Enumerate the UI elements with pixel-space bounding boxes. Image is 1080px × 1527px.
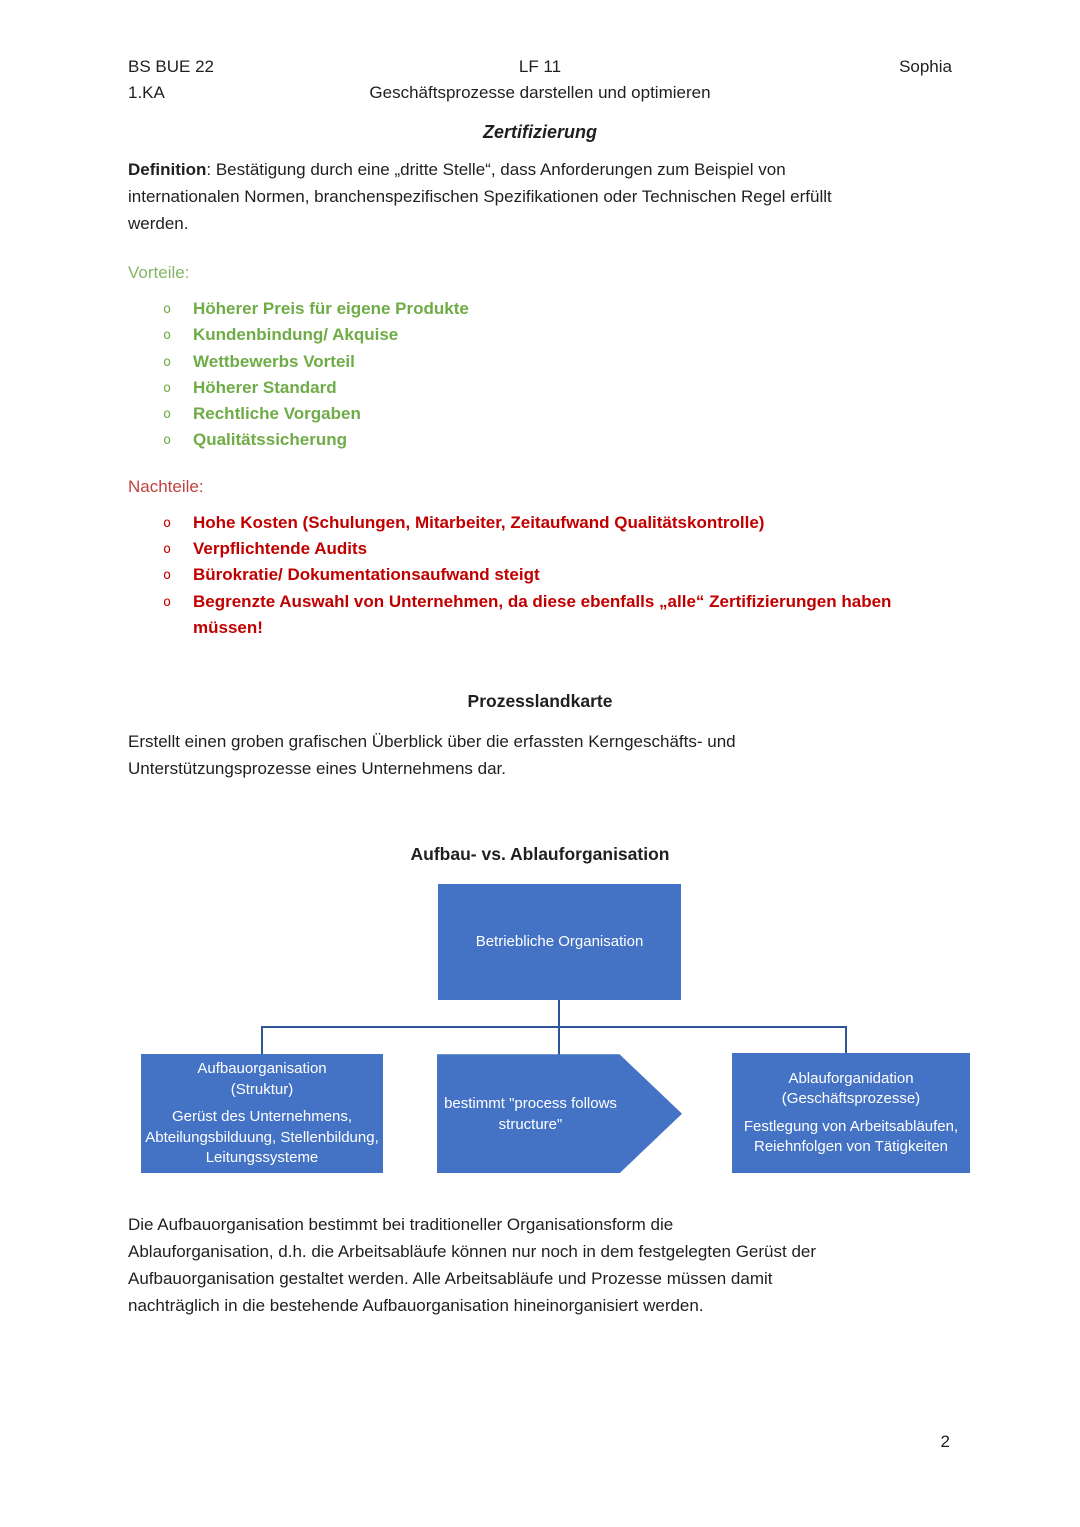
section-title-prozesslandkarte: Prozesslandkarte bbox=[467, 691, 613, 712]
bullet-icon: o bbox=[163, 541, 172, 558]
bullet-icon: o bbox=[163, 593, 172, 610]
page-header: BS BUE 22 1.KA LF 11 Geschäftsprozesse d… bbox=[128, 54, 952, 106]
bullet-icon: o bbox=[163, 327, 172, 344]
aufbau-ablauf-paragraph: Die Aufbauorganisation bestimmt bei trad… bbox=[128, 1215, 817, 1316]
prozesslandkarte-paragraph: Erstellt einen groben grafischen Überbli… bbox=[128, 732, 736, 779]
definition-line: internationalen Normen, branchenspezifis… bbox=[128, 187, 832, 206]
diagram-root-box: Betriebliche Organisation bbox=[438, 884, 681, 1001]
header-left: BS BUE 22 1.KA bbox=[128, 54, 369, 106]
definition-label: Definition bbox=[128, 160, 207, 179]
section-title-aufbau-ablauf: Aufbau- vs. Ablauforganisation bbox=[410, 844, 670, 865]
bullet-icon: o bbox=[163, 301, 172, 317]
connector-line bbox=[845, 1026, 847, 1055]
definition-line: Definition: Bestätigung durch eine „drit… bbox=[128, 156, 952, 183]
bullet-icon: o bbox=[163, 432, 172, 449]
connector-line bbox=[558, 1026, 560, 1056]
bullet-icon: o bbox=[163, 379, 172, 396]
disadvantages-heading: Nachteile: bbox=[128, 476, 204, 496]
diagram-aufbau-box: Aufbauorganisation (Struktur) Gerüst des… bbox=[141, 1054, 383, 1174]
organisation-diagram: Betriebliche Organisation Aufbauorganisa… bbox=[128, 884, 970, 1184]
header-author: Sophia bbox=[899, 57, 952, 76]
header-course: BS BUE 22 bbox=[128, 57, 214, 76]
page-number: 2 bbox=[940, 1432, 950, 1451]
diagram-ablauf-box: Ablauforganidation (Geschäftsprozesse) F… bbox=[732, 1053, 970, 1174]
bullet-icon: o bbox=[163, 567, 172, 584]
diagram-ablauf-body: Festlegung von Arbeitsabläufen, Reiehnfo… bbox=[743, 1117, 959, 1156]
header-subject: Geschäftsprozesse darstellen und optimie… bbox=[369, 83, 711, 102]
header-exam: 1.KA bbox=[128, 83, 165, 102]
section-title-zertifizierung: Zertifizierung bbox=[482, 122, 597, 142]
header-lf: LF 11 bbox=[518, 57, 562, 76]
diagram-aufbau-body: Gerüst des Unternehmens, Abteilungsbildu… bbox=[145, 1108, 379, 1167]
bullet-icon: o bbox=[163, 514, 172, 531]
diagram-arrow-text: bestimmt "process follows structure" bbox=[444, 1094, 617, 1133]
definition-text: : Bestätigung durch eine „dritte Stelle“… bbox=[206, 160, 786, 179]
definition-line: werden. bbox=[128, 214, 189, 233]
definition-paragraph: Definition: Bestätigung durch eine „drit… bbox=[128, 156, 952, 237]
diagram-arrow-shape: bestimmt "process follows structure" bbox=[437, 1054, 682, 1174]
connector-line bbox=[261, 1026, 263, 1056]
bullet-icon: o bbox=[163, 353, 172, 370]
advantages-heading: Vorteile: bbox=[128, 263, 190, 282]
connector-line bbox=[558, 1000, 560, 1028]
header-center: LF 11 Geschäftsprozesse darstellen und o… bbox=[369, 54, 710, 106]
diagram-aufbau-title: Aufbauorganisation (Struktur) bbox=[197, 1060, 327, 1098]
connector-line bbox=[261, 1026, 847, 1029]
bullet-icon: o bbox=[163, 406, 172, 423]
diagram-ablauf-title: Ablauforganidation (Geschäftsprozesse) bbox=[781, 1069, 921, 1108]
